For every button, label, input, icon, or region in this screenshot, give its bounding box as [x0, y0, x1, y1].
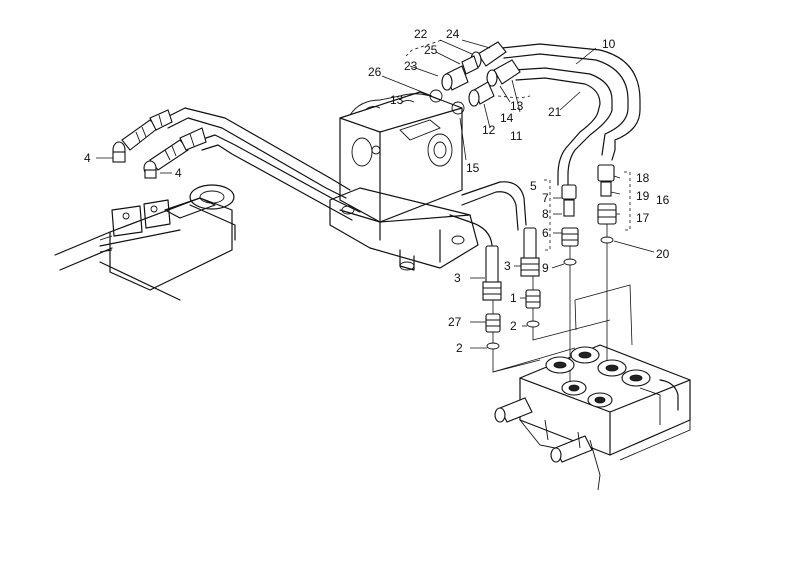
callout-16: 16: [656, 193, 670, 207]
leader-lines: [96, 39, 655, 349]
pump-body: [329, 91, 479, 271]
hose-lines-pump: [449, 181, 527, 246]
callout-17: 17: [636, 211, 650, 225]
callout-22: 22: [414, 27, 428, 41]
callout-14: 14: [500, 111, 514, 125]
callout-26: 26: [368, 65, 382, 79]
callout-23: 23: [404, 59, 418, 73]
callout-18: 18: [636, 171, 650, 185]
callout-21: 21: [548, 105, 562, 119]
callout-2a: 2: [510, 319, 517, 333]
callout-3b: 3: [504, 259, 511, 273]
callout-11: 11: [510, 129, 523, 143]
callout-13b: 13: [510, 99, 524, 113]
elbow-fitting-upper: [112, 109, 173, 163]
callout-13a: 13: [390, 93, 404, 107]
callout-2b: 2: [456, 341, 463, 355]
callout-15: 15: [466, 161, 480, 175]
callout-4b: 4: [175, 166, 182, 180]
callout-19: 19: [636, 189, 650, 203]
callout-10: 10: [602, 37, 616, 51]
callout-6: 6: [542, 226, 549, 240]
control-valve-block: [494, 344, 691, 491]
callout-9: 9: [542, 261, 549, 275]
hose-ends: [482, 164, 617, 350]
callout-3a: 3: [454, 271, 461, 285]
callout-4a: 4: [84, 151, 91, 165]
top-fittings: [429, 41, 521, 115]
callout-12: 12: [482, 123, 496, 137]
hose-lines-left: [164, 107, 361, 221]
hydraulic-cylinder: [54, 184, 236, 301]
callout-labels: 1 2 2 3 3 4 4 5 6 7 8 9 10 11 12 13 13 1…: [84, 27, 670, 355]
callout-20: 20: [656, 247, 670, 261]
callout-25: 25: [424, 43, 438, 57]
callout-27: 27: [448, 315, 462, 329]
callout-7: 7: [542, 191, 549, 205]
callout-1: 1: [510, 291, 517, 305]
callout-5: 5: [530, 179, 537, 193]
guide-lines: [492, 224, 633, 390]
elbow-fitting-lower: [143, 127, 207, 179]
steel-pipes: [501, 43, 641, 186]
callout-24: 24: [446, 27, 460, 41]
callout-8: 8: [542, 207, 549, 221]
